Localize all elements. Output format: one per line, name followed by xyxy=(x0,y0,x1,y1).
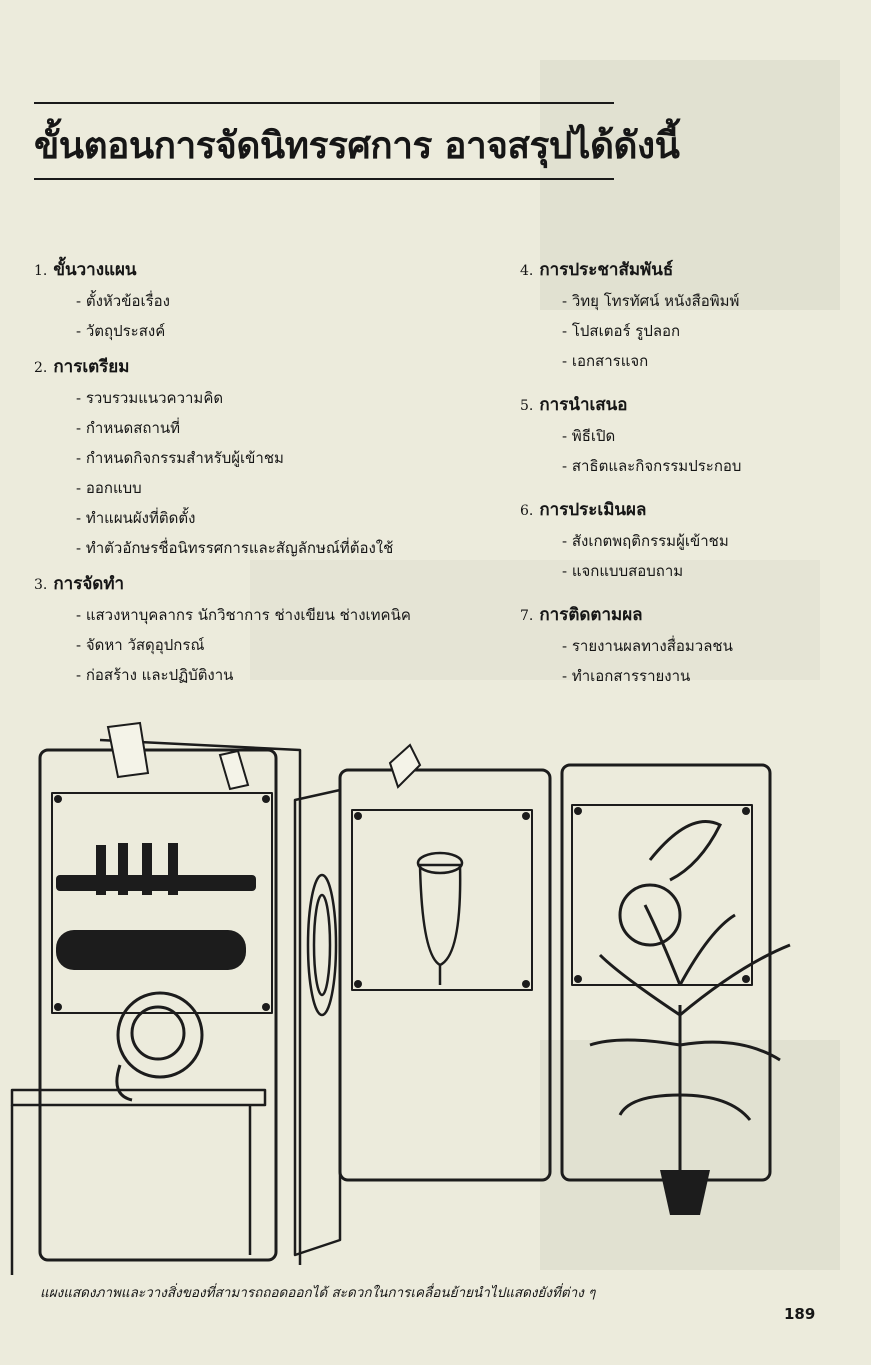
step-heading: 7. การติดตามผล xyxy=(520,600,850,631)
page-title: ขั้นตอนการจัดนิทรรศการ อาจสรุปได้ดังนี้ xyxy=(34,124,680,167)
step-section: 2. การเตรียมรวบรวมแนวความคิดกำหนดสถานที่ก… xyxy=(34,352,504,563)
step-number: 3. xyxy=(34,577,48,593)
step-item: วิทยุ โทรทัศน์ หนังสือพิมพ์ xyxy=(520,286,850,316)
step-section: 4. การประชาสัมพันธ์วิทยุ โทรทัศน์ หนังสือ… xyxy=(520,255,850,376)
step-item: กำหนดกิจกรรมสำหรับผู้เข้าชม xyxy=(34,443,504,473)
step-heading: 6. การประเมินผล xyxy=(520,495,850,526)
step-heading: 1. ขั้นวางแผน xyxy=(34,255,504,286)
step-item: วัตถุประสงค์ xyxy=(34,316,504,346)
step-item: รายงานผลทางสื่อมวลชน xyxy=(520,631,850,661)
step-section: 6. การประเมินผลสังเกตพฤติกรรมผู้เข้าชมแจก… xyxy=(520,495,850,586)
step-heading: 3. การจัดทำ xyxy=(34,569,504,600)
step-item: ทำตัวอักษรชื่อนิทรรศการและสัญลักษณ์ที่ต้… xyxy=(34,533,504,563)
step-number: 5. xyxy=(520,398,534,414)
illustration-caption: แผงแสดงภาพและวางสิ่งของที่สามารถถอดออกได… xyxy=(40,1285,596,1301)
steps-left-column: 1. ขั้นวางแผนตั้งหัวข้อเรื่องวัตถุประสงค์… xyxy=(34,255,504,690)
step-section: 5. การนำเสนอพิธีเปิดสาธิตและกิจกรรมประกอบ xyxy=(520,390,850,481)
step-item: รวบรวมแนวความคิด xyxy=(34,383,504,413)
step-item: กำหนดสถานที่ xyxy=(34,413,504,443)
step-number: 2. xyxy=(34,360,48,376)
step-title: การนำเสนอ xyxy=(539,395,628,415)
step-item: ตั้งหัวข้อเรื่อง xyxy=(34,286,504,316)
steps-right-column: 4. การประชาสัมพันธ์วิทยุ โทรทัศน์ หนังสือ… xyxy=(520,255,850,691)
step-item: ออกแบบ xyxy=(34,473,504,503)
step-item: พิธีเปิด xyxy=(520,421,850,451)
step-number: 7. xyxy=(520,608,534,624)
page-number: 189 xyxy=(784,1305,816,1323)
title-top-rule xyxy=(34,102,614,104)
step-number: 4. xyxy=(520,263,534,279)
step-title: ขั้นวางแผน xyxy=(53,260,137,280)
step-section: 1. ขั้นวางแผนตั้งหัวข้อเรื่องวัตถุประสงค์ xyxy=(34,255,504,346)
step-item: ทำแผนผังที่ติดตั้ง xyxy=(34,503,504,533)
step-title: การประเมินผล xyxy=(539,500,647,520)
step-title: การประชาสัมพันธ์ xyxy=(539,260,674,280)
bleed-through-texture xyxy=(540,60,840,310)
bleed-through-texture xyxy=(540,1040,840,1270)
step-section: 3. การจัดทำแสวงหาบุคลากร นักวิชาการ ช่างเ… xyxy=(34,569,504,690)
step-item: โปสเตอร์ รูปลอก xyxy=(520,316,850,346)
exhibition-panels-illustration xyxy=(10,721,791,1275)
step-number: 1. xyxy=(34,263,48,279)
step-item: ก่อสร้าง และปฏิบัติงาน xyxy=(34,660,504,690)
step-number: 6. xyxy=(520,503,534,519)
step-item: สังเกตพฤติกรรมผู้เข้าชม xyxy=(520,526,850,556)
step-item: เอกสารแจก xyxy=(520,346,850,376)
step-title: การเตรียม xyxy=(53,357,130,377)
step-heading: 2. การเตรียม xyxy=(34,352,504,383)
step-title: การจัดทำ xyxy=(53,574,125,594)
step-item: แสวงหาบุคลากร นักวิชาการ ช่างเขียน ช่างเ… xyxy=(34,600,504,630)
title-bottom-rule xyxy=(34,178,614,180)
step-section: 7. การติดตามผลรายงานผลทางสื่อมวลชนทำเอกสา… xyxy=(520,600,850,691)
step-item: จัดหา วัสดุอุปกรณ์ xyxy=(34,630,504,660)
step-item: สาธิตและกิจกรรมประกอบ xyxy=(520,451,850,481)
step-item: แจกแบบสอบถาม xyxy=(520,556,850,586)
step-title: การติดตามผล xyxy=(539,605,643,625)
step-heading: 4. การประชาสัมพันธ์ xyxy=(520,255,850,286)
step-heading: 5. การนำเสนอ xyxy=(520,390,850,421)
step-item: ทำเอกสารรายงาน xyxy=(520,661,850,691)
